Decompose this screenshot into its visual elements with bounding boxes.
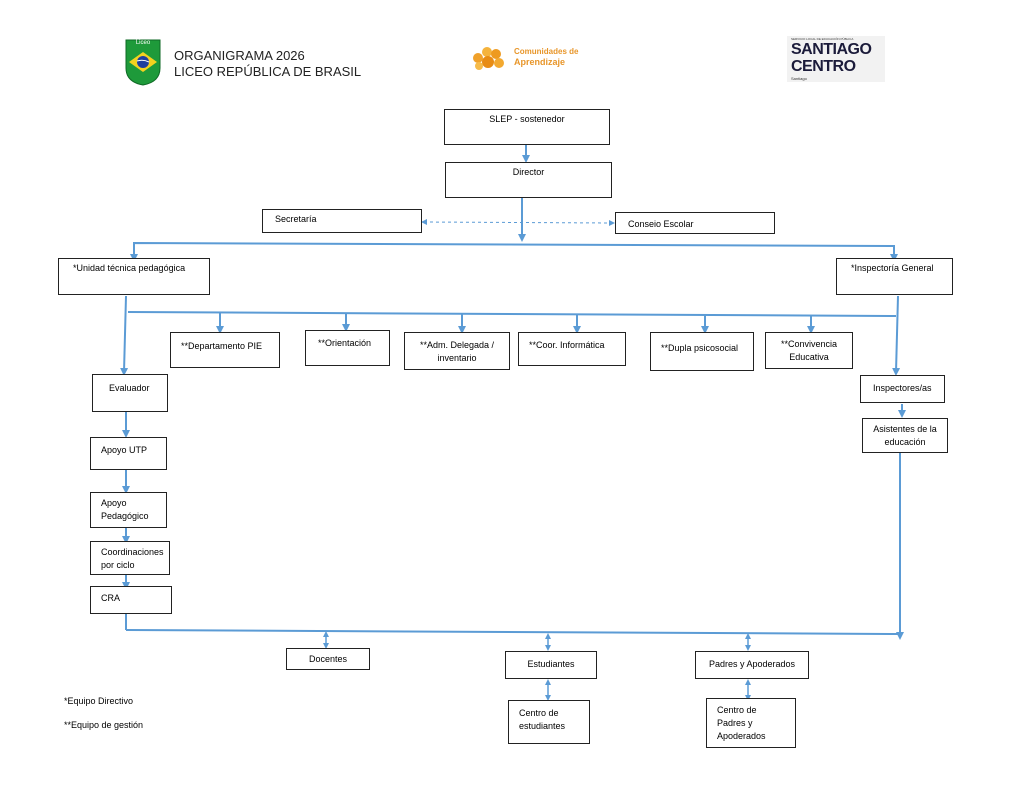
node-centro-padres: Centro de Padres y Apoderados (706, 698, 796, 748)
slep-line-1: SANTIAGO (791, 41, 872, 58)
node-padres: Padres y Apoderados (695, 651, 809, 679)
node-apoyo-pedagogico: Apoyo Pedagógico (90, 492, 167, 528)
node-depto-pie: **Departamento PIE (170, 332, 280, 368)
node-inspectoria: *Inspectoría General (836, 258, 953, 295)
node-dupla: **Dupla psicosocial (650, 332, 754, 371)
node-orientacion: **Orientación (305, 330, 390, 366)
node-cra: CRA (90, 586, 172, 614)
title-line-2: LICEO REPÚBLICA DE BRASIL (174, 64, 362, 79)
node-apoyo-utp: Apoyo UTP (90, 437, 167, 470)
node-secretaria: Secretaría (262, 209, 422, 233)
page-title: ORGANIGRAMA 2026 LICEO REPÚBLICA DE BRAS… (174, 48, 361, 80)
node-estudiantes: Estudiantes (505, 651, 597, 679)
node-consejo: Conseio Escolar (615, 212, 775, 234)
slep-small-text: SERVICIO LOCAL DE EDUCACIÓN PÚBLICA (791, 37, 854, 41)
comunidades-logo: Comunidades de Aprendizaje (468, 44, 608, 72)
slep-santiago-centro-logo: SERVICIO LOCAL DE EDUCACIÓN PÚBLICA SANT… (787, 36, 885, 82)
comunidades-line-2: Aprendizaje (514, 57, 566, 67)
slep-line-2: CENTRO (791, 58, 856, 75)
school-logo-text: Liceo (135, 40, 151, 46)
node-asistentes: Asistentes de la educación (862, 418, 948, 453)
node-docentes: Docentes (286, 648, 370, 670)
node-adm-delegada: **Adm. Delegada / inventario (404, 332, 510, 370)
node-evaluador: Evaluador (92, 374, 168, 412)
node-slep: SLEP - sostenedor (444, 109, 610, 145)
node-inspectores: Inspectores/as (860, 375, 945, 403)
comunidades-line-1: Comunidades de (514, 47, 579, 56)
school-shield-logo: Liceo (124, 38, 162, 86)
legend-equipo-gestion: **Equipo de gestión (64, 720, 144, 730)
node-utp: *Unidad técnica pedagógica (58, 258, 210, 295)
node-convivencia: **Convivencia Educativa (765, 332, 853, 369)
node-coordinaciones: Coordinaciones por ciclo (90, 541, 170, 575)
node-director: Director (445, 162, 612, 198)
slep-footer: Santiago (791, 76, 807, 81)
node-coor-informatica: **Coor. Informática (518, 332, 626, 366)
node-centro-estudiantes: Centro de estudiantes (508, 700, 590, 744)
legend-equipo-directivo: *Equipo Directivo (64, 696, 134, 706)
title-line-1: ORGANIGRAMA 2026 (174, 48, 305, 63)
